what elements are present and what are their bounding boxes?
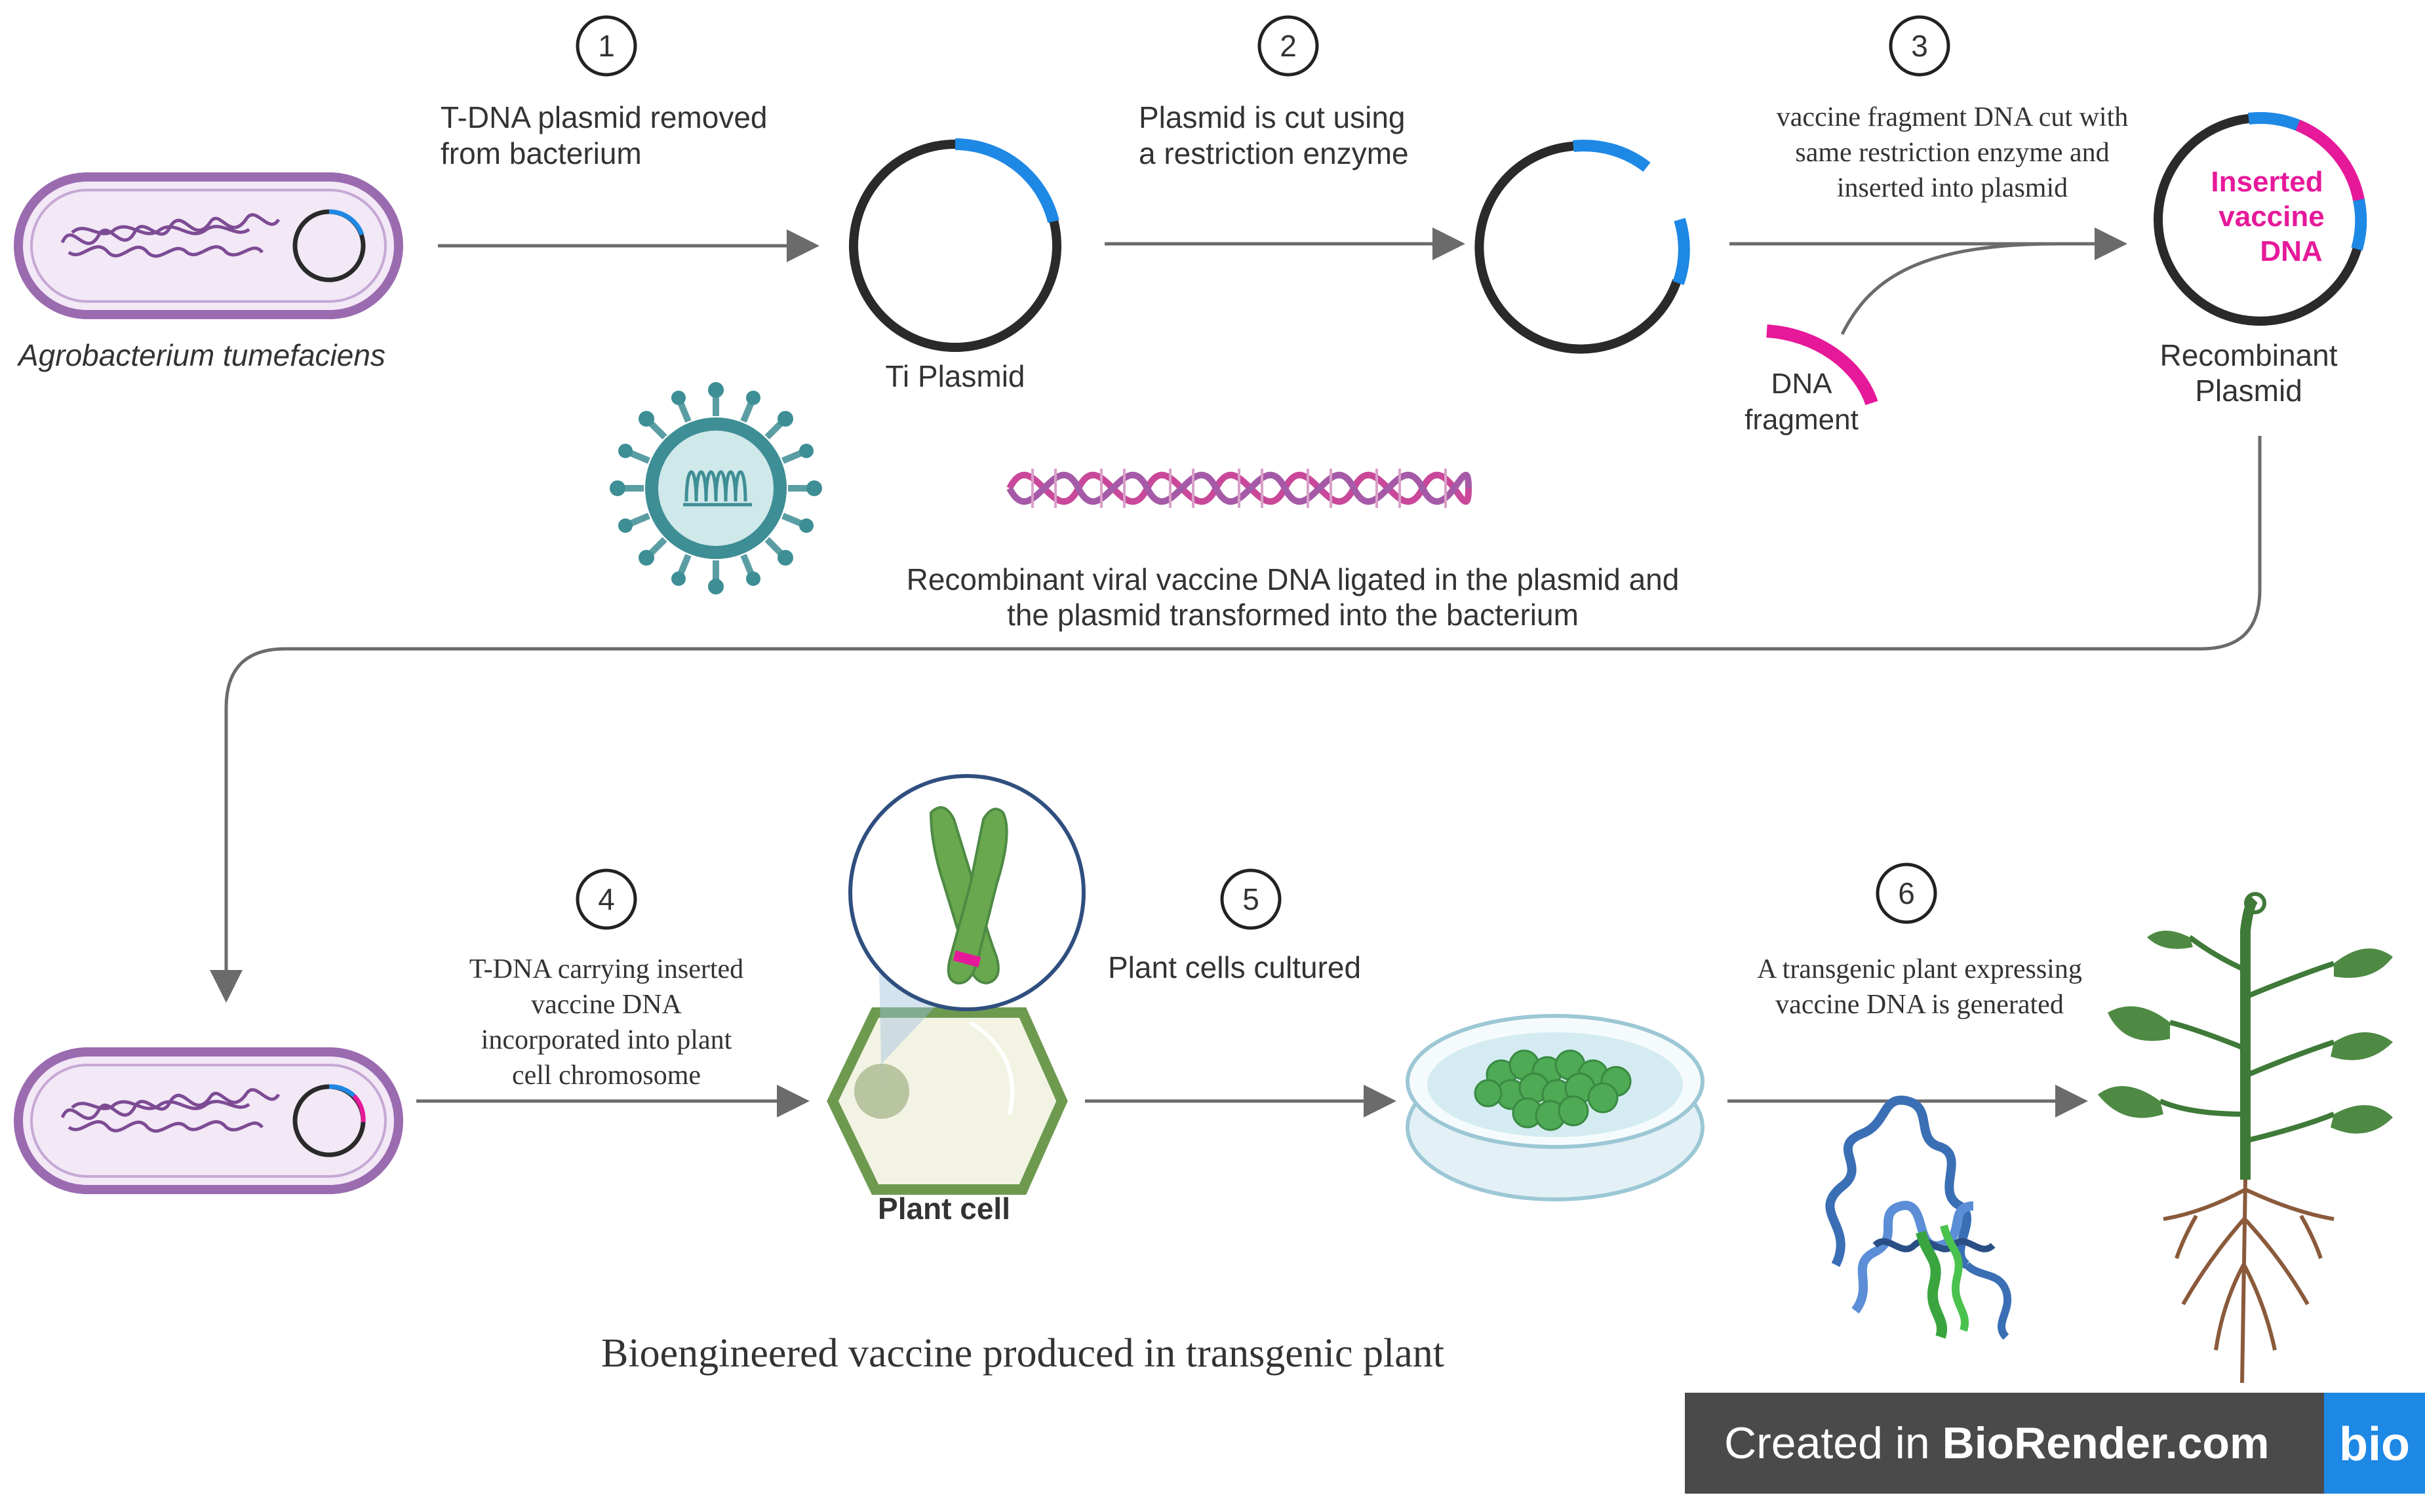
step-5-line-1: Plant cells cultured xyxy=(1108,950,1361,984)
watermark-text: Created in BioRender.com xyxy=(1724,1418,2269,1468)
dna-fragment-line-1: DNA xyxy=(1771,368,1833,400)
step-6-number: 6 xyxy=(1898,876,1915,910)
agrobacterium-top xyxy=(14,172,403,319)
watermark-prefix: Created in xyxy=(1724,1418,1942,1468)
plant-cell-label: Plant cell xyxy=(878,1192,1010,1226)
step-4-line-2: vaccine DNA xyxy=(531,990,682,1020)
bacterium-label-top: Agrobacterium tumefaciens xyxy=(16,338,385,372)
step-2-number: 2 xyxy=(1280,29,1297,63)
step-4-marker: 4 xyxy=(576,868,637,930)
step-2-line-1: Plasmid is cut using xyxy=(1139,100,1406,134)
step-2-line-2: a restriction enzyme xyxy=(1139,136,1409,170)
step-1-text: T-DNA plasmid removed from bacterium xyxy=(441,100,768,170)
transgenic-plant-icon xyxy=(2098,892,2393,1384)
connector-arrow xyxy=(210,436,2262,1003)
ti-plasmid-label: Ti Plasmid xyxy=(886,359,1025,393)
petri-dish-icon xyxy=(1406,1014,1705,1201)
ligation-note: Recombinant viral vaccine DNA ligated in… xyxy=(907,562,1680,632)
cut-plasmid xyxy=(1474,140,1690,354)
inserted-line-3: DNA xyxy=(2260,235,2322,267)
step-3-marker: 3 xyxy=(1889,15,1950,77)
step-4-number: 4 xyxy=(598,882,615,916)
chromosome-zoom xyxy=(848,774,1086,1011)
diagram-caption: Bioengineered vaccine produced in transg… xyxy=(601,1331,1444,1376)
chromosome-tangle-icon-2 xyxy=(60,1088,281,1133)
biorender-logo-text: bio xyxy=(2339,1418,2410,1471)
biorender-logo-box xyxy=(2324,1393,2425,1494)
step-1-line-2: from bacterium xyxy=(441,136,642,170)
step-1-marker: 1 xyxy=(576,15,637,77)
step-3-line-1: vaccine fragment DNA cut with xyxy=(1777,102,2128,132)
step-3-number: 3 xyxy=(1911,29,1928,63)
recombinant-line-1: Recombinant xyxy=(2159,338,2337,372)
step-1-number: 1 xyxy=(598,29,615,63)
ligation-line-2: the plasmid transformed into the bacteri… xyxy=(1007,598,1579,632)
dna-fragment-arc xyxy=(1766,324,1878,406)
inserted-vaccine-dna-label: Inserted vaccine DNA xyxy=(2211,166,2324,267)
agrobacterium-bottom xyxy=(14,1047,403,1194)
step-5-marker: 5 xyxy=(1220,868,1282,930)
step-2-text: Plasmid is cut using a restriction enzym… xyxy=(1139,100,1409,170)
watermark-brand: BioRender.com xyxy=(1942,1418,2270,1468)
recombinant-plasmid-label: Recombinant Plasmid xyxy=(2159,338,2337,408)
recombinant-line-2: Plasmid xyxy=(2195,374,2302,408)
step-6-marker: 6 xyxy=(1876,863,1937,924)
dna-fragment-label: DNA fragment xyxy=(1745,368,1859,436)
biorender-watermark: Created in BioRender.com bio xyxy=(1685,1393,2425,1494)
step-5-number: 5 xyxy=(1242,882,1259,916)
fragment-insert-path xyxy=(1840,242,2059,336)
step-4-line-1: T-DNA carrying inserted xyxy=(469,954,743,984)
virus-icon xyxy=(610,382,822,594)
step-4-line-3: incorporated into plant xyxy=(481,1025,732,1055)
inserted-line-1: Inserted xyxy=(2211,166,2323,198)
dna-helix-icon xyxy=(1006,469,1472,508)
ligation-line-1: Recombinant viral vaccine DNA ligated in… xyxy=(907,562,1680,596)
step-6-line-1: A transgenic plant expressing xyxy=(1757,954,2082,984)
step-6-line-2: vaccine DNA is generated xyxy=(1775,990,2064,1020)
chromosome-tangle-icon xyxy=(60,213,281,258)
step-4-text: T-DNA carrying inserted vaccine DNA inco… xyxy=(469,954,743,1091)
inserted-line-2: vaccine xyxy=(2218,201,2324,233)
protein-structure-icon xyxy=(1825,1095,2011,1340)
step-3-line-2: same restriction enzyme and xyxy=(1795,138,2109,168)
step-2-marker: 2 xyxy=(1257,15,1319,77)
step-3-text: vaccine fragment DNA cut with same restr… xyxy=(1777,102,2128,203)
step-4-line-4: cell chromosome xyxy=(512,1060,701,1091)
ti-plasmid xyxy=(849,138,1061,352)
step-3-line-3: inserted into plasmid xyxy=(1837,173,2068,203)
step-6-text: A transgenic plant expressing vaccine DN… xyxy=(1757,954,2082,1020)
dna-fragment-line-2: fragment xyxy=(1745,404,1859,436)
recombinant-plasmid xyxy=(2154,112,2367,326)
step-1-line-1: T-DNA plasmid removed xyxy=(441,100,768,134)
step-5-text: Plant cells cultured xyxy=(1108,950,1361,984)
